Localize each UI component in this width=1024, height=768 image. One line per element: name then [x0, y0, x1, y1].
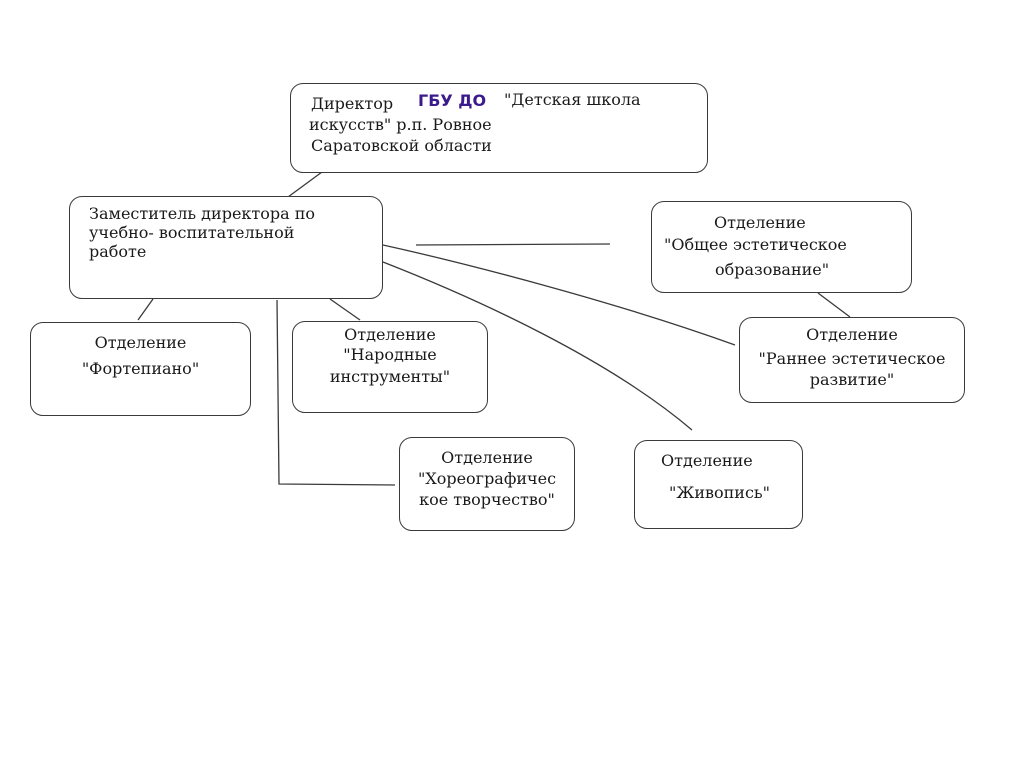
connector-general-early	[817, 292, 851, 318]
dept-folk-line3: инструменты"	[329, 367, 451, 386]
director-line2: искусств" р.п. Ровное	[309, 115, 492, 134]
dept-general-line3: образование"	[715, 260, 830, 279]
connector-deputy-piano	[137, 298, 154, 321]
dept-painting-line1: Отделение	[661, 451, 753, 470]
dept-early-box: Отделение "Раннее эстетическое развитие"	[739, 317, 965, 403]
dept-folk-line2: "Народные	[343, 345, 437, 364]
dept-general-box: Отделение "Общее эстетическое образовани…	[651, 201, 912, 293]
connector-deputy-general	[415, 243, 611, 246]
dept-folk-line1: Отделение	[344, 325, 436, 344]
dept-folk-box: Отделение "Народные инструменты"	[292, 321, 488, 413]
dept-choreo-line3: кое творчество"	[419, 490, 555, 509]
dept-early-line2: "Раннее эстетическое	[758, 349, 946, 368]
dept-piano-line1: Отделение	[94, 333, 187, 352]
director-line1-rest: "Детская школа	[504, 90, 641, 109]
dept-general-line2: "Общее эстетическое	[664, 235, 847, 254]
connector-director-deputy	[287, 171, 323, 198]
deputy-line2: учебно- воспитательной	[89, 223, 295, 242]
dept-painting-line2: "Живопись"	[669, 483, 770, 502]
connector-deputy-early	[382, 244, 736, 346]
director-prefix: Директор	[311, 94, 394, 113]
dept-early-line1: Отделение	[806, 325, 898, 344]
dept-early-line3: развитие"	[809, 370, 895, 389]
dept-general-line1: Отделение	[714, 213, 806, 232]
dept-painting-box: Отделение "Живопись"	[634, 440, 803, 529]
dept-piano-box: Отделение "Фортепиано"	[30, 322, 251, 416]
deputy-line1: Заместитель директора по	[89, 204, 316, 223]
director-line3: Саратовской области	[311, 136, 492, 155]
director-org-tag: ГБУ ДО	[418, 91, 487, 110]
director-box: Директор ГБУ ДО "Детская школа искусств"…	[290, 83, 708, 173]
dept-choreo-line2: "Хореографичес	[417, 469, 557, 488]
deputy-box: Заместитель директора по учебно- воспита…	[69, 196, 383, 299]
dept-choreo-line1: Отделение	[441, 448, 533, 467]
deputy-line3: работе	[89, 242, 147, 261]
dept-choreo-box: Отделение "Хореографичес кое творчество"	[399, 437, 575, 531]
dept-piano-line2: "Фортепиано"	[81, 359, 200, 378]
connector-deputy-folk	[329, 298, 361, 321]
connector-deputy-painting	[382, 261, 693, 431]
connector-deputy-choreo	[276, 299, 396, 486]
